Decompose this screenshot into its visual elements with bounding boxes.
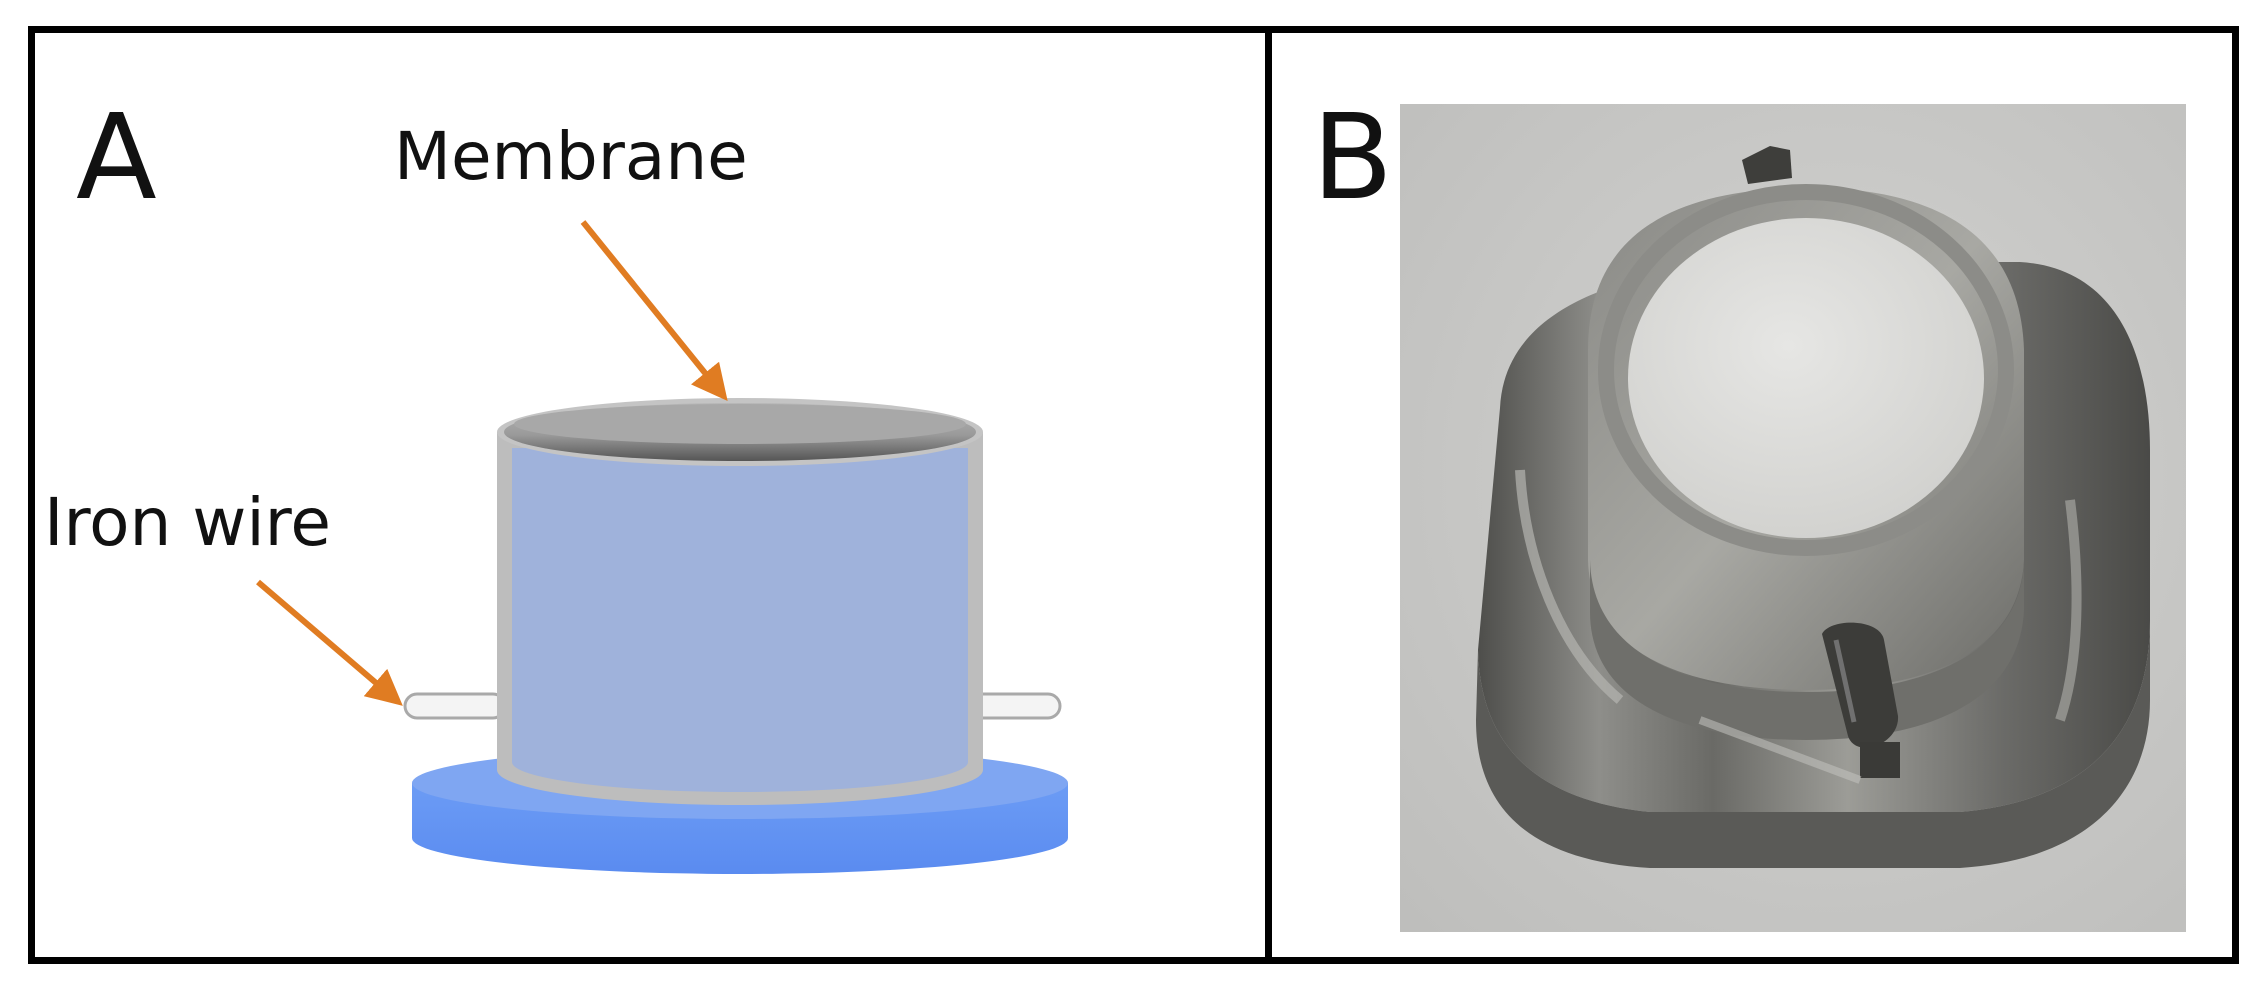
panel-a-letter: A bbox=[76, 88, 157, 226]
iron-wire bbox=[403, 692, 1062, 720]
electrode-schematic bbox=[256, 220, 1068, 874]
electrode-cylinder bbox=[497, 432, 983, 805]
membrane bbox=[497, 398, 983, 466]
iron-wire-label: Iron wire bbox=[44, 484, 331, 561]
panel-b-letter: B bbox=[1312, 88, 1393, 226]
membrane-arrow bbox=[580, 220, 728, 401]
membrane-label: Membrane bbox=[394, 118, 748, 195]
iron-wire-arrow bbox=[256, 579, 403, 706]
electrode-photo bbox=[1400, 104, 2186, 932]
